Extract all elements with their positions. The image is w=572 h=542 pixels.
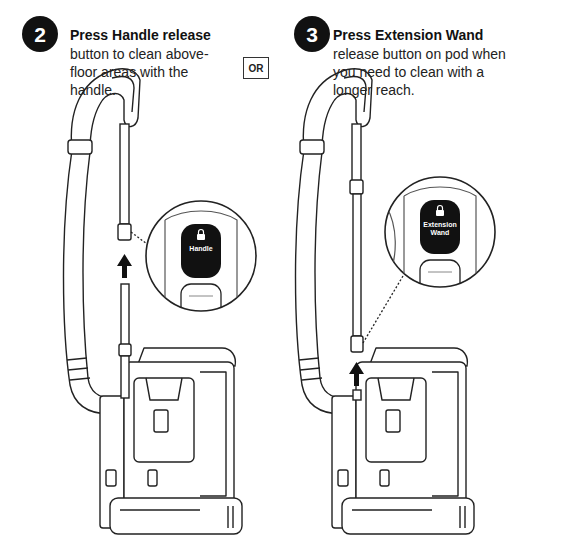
button-recess (189, 296, 213, 297)
zoom-detail (165, 211, 237, 318)
leader-line (131, 232, 147, 244)
number-circle (22, 16, 58, 52)
zoom-callout: Handle (145, 200, 257, 312)
handle-release (118, 224, 131, 240)
part-outline (165, 211, 237, 312)
or-box: OR (243, 57, 269, 79)
step-number: 3 (294, 16, 330, 52)
wand-parts (350, 124, 363, 400)
button-label: Extension Wand (418, 221, 462, 237)
lock-icon (199, 230, 204, 235)
or-text: OR (249, 63, 264, 74)
extension-wand (353, 194, 361, 336)
handle-release (350, 180, 363, 194)
up-arrow (117, 254, 132, 278)
wand (353, 390, 361, 400)
handle-tube (120, 124, 129, 224)
wand-collar (119, 344, 131, 356)
step-text: button to clean above-floor areas with t… (70, 45, 210, 99)
hose-outline (386, 206, 395, 280)
zoom-detail (386, 187, 476, 294)
leader-line (363, 276, 403, 343)
wand (121, 356, 129, 398)
number-circle (294, 16, 330, 52)
step-heading: Press Handle release (70, 26, 250, 44)
zoom-circle (385, 177, 495, 287)
step-number: 2 (22, 16, 58, 52)
zoom-circle (146, 201, 256, 311)
zoom-callout: Extension Wand (384, 176, 496, 288)
step-heading: Press Extension Wand (333, 26, 533, 44)
part-outline (404, 187, 476, 288)
wand (121, 284, 129, 346)
step-text: release button on pod when you need to c… (333, 45, 518, 99)
vacuum-body (296, 69, 475, 534)
button-recess (420, 260, 460, 294)
button-recess (181, 284, 221, 318)
up-arrow (349, 362, 364, 386)
handle-parts (118, 124, 131, 398)
step-number-text: 2 (34, 24, 46, 45)
wand-collar (351, 336, 363, 352)
button-recess (428, 272, 452, 273)
vacuum-right (296, 69, 475, 534)
zoom-circle (145, 200, 257, 312)
step-number-text: 3 (306, 24, 318, 45)
button-label: Handle (179, 245, 223, 253)
lock-icon (197, 234, 205, 240)
lock-icon (438, 206, 443, 211)
handle-tube (352, 124, 361, 182)
lock-icon (436, 210, 444, 216)
